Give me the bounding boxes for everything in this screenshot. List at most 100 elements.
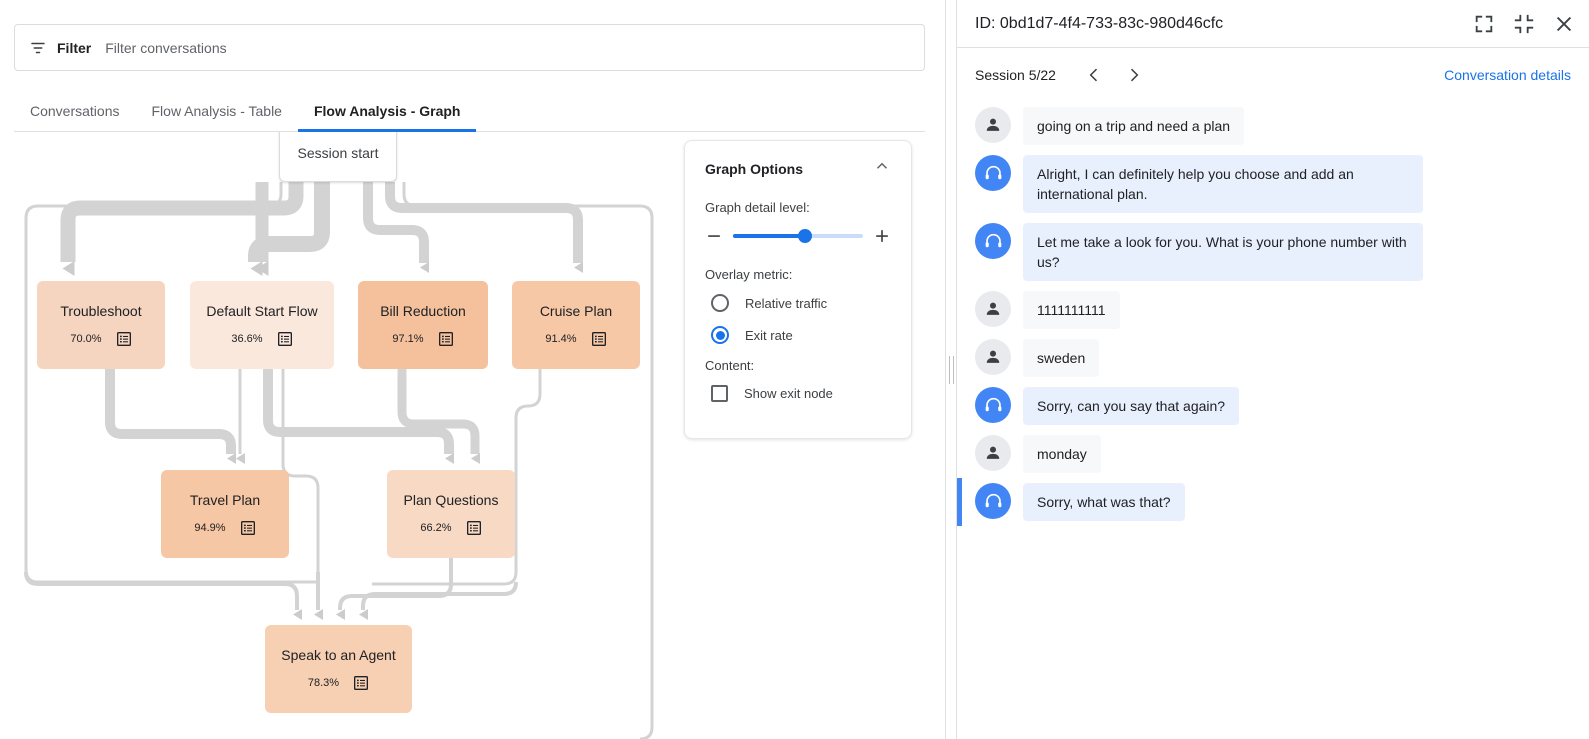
minus-icon[interactable] (705, 227, 723, 245)
radio-label: Exit rate (745, 327, 793, 343)
message-row: going on a trip and need a plan (957, 102, 1571, 150)
message-row-highlighted: Sorry, what was that? (957, 478, 1571, 526)
message-bubble: 1111111111 (1023, 291, 1120, 329)
graph-detail-level-slider[interactable] (705, 227, 891, 245)
chevron-up-icon[interactable] (873, 157, 891, 180)
node-meta: 97.1% (392, 331, 453, 347)
node-exit-rate: 36.6% (231, 332, 263, 345)
user-avatar-icon (975, 339, 1011, 375)
message-row: Alright, I can definitely help you choos… (957, 150, 1571, 218)
node-exit-rate: 66.2% (420, 521, 452, 534)
radio-exit-rate[interactable]: Exit rate (705, 326, 891, 344)
node-label: Cruise Plan (539, 302, 613, 319)
slider-track[interactable] (733, 229, 863, 243)
message-row: sweden (957, 334, 1571, 382)
conversation-header: ID: 0bd1d7-4f4-733-83c-980d46cfc (957, 0, 1589, 48)
graph-node-bill-reduction[interactable]: Bill Reduction 97.1% (358, 281, 488, 369)
message-row: monday (957, 430, 1571, 478)
graph-node-default-start-flow[interactable]: Default Start Flow 36.6% (190, 281, 334, 369)
overlay-metric-label: Overlay metric: (705, 267, 793, 282)
filter-input[interactable] (105, 39, 910, 56)
node-meta: 78.3% (308, 675, 369, 691)
session-counter: Session 5/22 (975, 67, 1056, 83)
list-detail-icon[interactable] (240, 520, 256, 536)
node-label: Plan Questions (403, 491, 499, 508)
graph-node-cruise-plan[interactable]: Cruise Plan 91.4% (512, 281, 640, 369)
splitter-grip-icon[interactable] (948, 355, 954, 384)
node-exit-rate: 78.3% (307, 676, 340, 689)
list-detail-icon[interactable] (438, 331, 454, 347)
list-detail-icon[interactable] (466, 520, 482, 536)
node-label: Bill Reduction (380, 302, 466, 319)
list-detail-icon[interactable] (591, 331, 607, 347)
session-navigation-bar: Session 5/22 Conversation details (957, 48, 1589, 102)
user-avatar-icon (975, 107, 1011, 143)
radio-circle-icon (711, 294, 729, 312)
radio-relative-traffic[interactable]: Relative traffic (705, 294, 891, 312)
filter-bar[interactable]: Filter (14, 24, 925, 71)
graph-options-title: Graph Options (705, 160, 803, 177)
list-detail-icon[interactable] (277, 331, 293, 347)
user-avatar-icon (975, 291, 1011, 327)
node-exit-rate: 94.9% (194, 521, 226, 534)
chevron-right-icon[interactable] (1120, 61, 1148, 89)
conversation-pane: ID: 0bd1d7-4f4-733-83c-980d46cfc (957, 0, 1589, 739)
agent-avatar-icon (975, 387, 1011, 423)
node-exit-rate: 70.0% (70, 332, 102, 345)
slider-thumb[interactable] (797, 229, 812, 243)
slider-fill (733, 234, 805, 238)
tab-conversations[interactable]: Conversations (30, 102, 120, 119)
node-label: Troubleshoot (60, 302, 142, 319)
message-bubble: Alright, I can definitely help you choos… (1023, 155, 1423, 213)
graph-node-session-start[interactable]: Session start (279, 132, 397, 182)
tab-flow-analysis-graph[interactable]: Flow Analysis - Graph (297, 90, 477, 132)
message-bubble: Sorry, can you say that again? (1023, 387, 1240, 425)
content-label: Content: (705, 358, 755, 373)
message-bubble: going on a trip and need a plan (1023, 107, 1245, 145)
analysis-pane: Filter Conversations Flow Analysis - Tab… (0, 24, 945, 739)
message-list: going on a trip and need a plan Alright,… (957, 102, 1589, 526)
node-label: Speak to an Agent (281, 646, 396, 663)
flow-graph-canvas[interactable]: Session start Troubleshoot 70.0% (0, 132, 945, 739)
graph-node-speak-to-an-agent[interactable]: Speak to an Agent 78.3% (265, 625, 412, 713)
graph-detail-level-label: Graph detail level: (705, 200, 810, 215)
graph-options-header: Graph Options (705, 157, 891, 180)
checkbox-label: Show exit node (744, 386, 833, 401)
conversation-id: ID: 0bd1d7-4f4-733-83c-980d46cfc (975, 14, 1224, 32)
graph-node-plan-questions[interactable]: Plan Questions 66.2% (387, 470, 515, 558)
fullscreen-icon[interactable] (1473, 13, 1495, 35)
conversation-details-link[interactable]: Conversation details (1444, 67, 1571, 83)
agent-avatar-icon (975, 223, 1011, 259)
filter-label: Filter (57, 39, 92, 56)
message-bubble: Sorry, what was that? (1023, 483, 1185, 521)
message-bubble: monday (1023, 435, 1101, 473)
node-meta: 91.4% (545, 331, 606, 347)
list-detail-icon[interactable] (353, 675, 369, 691)
chevron-left-icon[interactable] (1080, 61, 1108, 89)
fullscreen-exit-icon[interactable] (1513, 13, 1535, 35)
node-exit-rate: 97.1% (392, 332, 424, 345)
node-meta: 70.0% (70, 331, 131, 347)
graph-options-panel: Graph Options Graph detail level: (684, 140, 912, 439)
checkbox-show-exit-node[interactable]: Show exit node (705, 385, 891, 402)
node-meta: 66.2% (420, 520, 481, 536)
list-detail-icon[interactable] (116, 331, 132, 347)
tab-flow-analysis-table[interactable]: Flow Analysis - Table (151, 102, 282, 119)
node-meta: 94.9% (194, 520, 255, 536)
user-avatar-icon (975, 435, 1011, 471)
graph-node-travel-plan[interactable]: Travel Plan 94.9% (161, 470, 289, 558)
flow-graph-edges (24, 182, 654, 739)
node-label: Default Start Flow (206, 302, 318, 319)
agent-avatar-icon (975, 155, 1011, 191)
close-icon[interactable] (1553, 13, 1575, 35)
pane-splitter[interactable] (945, 0, 957, 739)
message-row: Sorry, can you say that again? (957, 382, 1571, 430)
node-label: Session start (297, 145, 379, 161)
graph-node-troubleshoot[interactable]: Troubleshoot 70.0% (37, 281, 165, 369)
checkbox-icon (711, 385, 728, 402)
conversation-header-actions (1473, 13, 1575, 35)
node-exit-rate: 91.4% (545, 332, 577, 345)
node-meta: 36.6% (231, 331, 292, 347)
plus-icon[interactable] (873, 227, 891, 245)
